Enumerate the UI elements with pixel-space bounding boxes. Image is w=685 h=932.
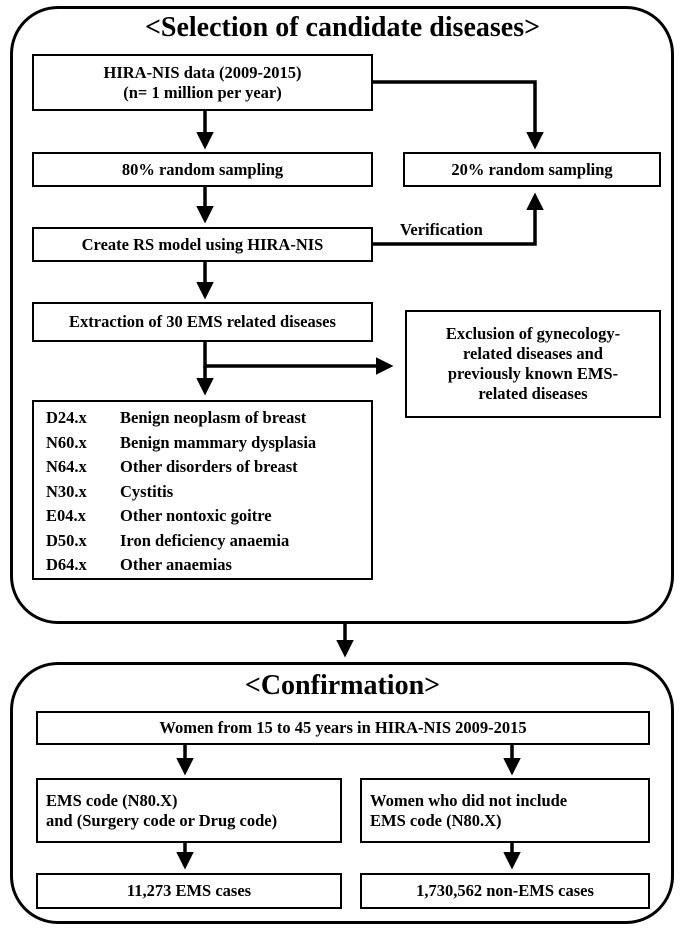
hira-nis-data-box: HIRA-NIS data (2009-2015) (n= 1 million … bbox=[32, 54, 373, 111]
disease-row: D64.x Other anaemias bbox=[46, 553, 371, 578]
women-15-45-text: Women from 15 to 45 years in HIRA-NIS 20… bbox=[159, 718, 527, 737]
exclusion-text: Exclusion of gynecology- related disease… bbox=[445, 324, 621, 403]
extraction-box: Extraction of 30 EMS related diseases bbox=[32, 302, 373, 342]
disease-code: N60.x bbox=[46, 432, 87, 452]
disease-name: Cystitis bbox=[120, 481, 174, 501]
ems-code-text: EMS code (N80.X) and (Surgery code or Dr… bbox=[46, 790, 278, 830]
disease-row: N60.x Benign mammary dysplasia bbox=[46, 431, 371, 456]
rs-model-box: Create RS model using HIRA-NIS bbox=[32, 227, 373, 262]
disease-row: N30.x Cystitis bbox=[46, 480, 371, 505]
disease-code: D24.x bbox=[46, 408, 87, 427]
selection-panel-title: <Selection of candidate diseases> bbox=[144, 12, 541, 43]
random-sampling-80-box: 80% random sampling bbox=[32, 152, 373, 187]
ems-cases-box: 11,273 EMS cases bbox=[36, 873, 342, 909]
disease-name: Benign mammary dysplasia bbox=[120, 432, 317, 452]
no-ems-code-box: Women who did not include EMS code (N80.… bbox=[360, 778, 650, 843]
arrow-hira-to-20 bbox=[373, 80, 544, 150]
hira-nis-data-text: HIRA-NIS data (2009-2015) (n= 1 million … bbox=[103, 62, 302, 102]
candidate-diseases-list: D24.x Benign neoplasm of breast N60.x Beni… bbox=[32, 400, 373, 580]
verification-label: Verification bbox=[400, 220, 483, 239]
disease-row: D50.x Iron deficiency anaemia bbox=[46, 529, 371, 554]
arrow-verification bbox=[373, 192, 544, 246]
disease-code: N64.x bbox=[46, 457, 87, 476]
no-ems-code-text: Women who did not include EMS code (N80.… bbox=[370, 790, 568, 830]
disease-name: Other disorders of breast bbox=[120, 457, 298, 476]
disease-code: E04.x bbox=[46, 506, 86, 525]
disease-row: N64.x Other disorders of breast bbox=[46, 455, 371, 480]
selection-panel bbox=[10, 6, 674, 624]
non-ems-cases-box: 1,730,562 non-EMS cases bbox=[360, 873, 650, 909]
exclusion-box: Exclusion of gynecology- related disease… bbox=[405, 310, 661, 418]
disease-name: Other nontoxic goitre bbox=[120, 506, 272, 525]
disease-row: D24.x Benign neoplasm of breast bbox=[46, 406, 371, 431]
disease-name: Benign neoplasm of breast bbox=[120, 408, 307, 427]
ems-cases-text: 11,273 EMS cases bbox=[126, 881, 252, 900]
rs-model-text: Create RS model using HIRA-NIS bbox=[81, 234, 324, 254]
disease-name: Other anaemias bbox=[120, 555, 232, 574]
disease-code: D50.x bbox=[46, 530, 87, 550]
women-15-45-box: Women from 15 to 45 years in HIRA-NIS 20… bbox=[36, 711, 650, 745]
disease-code: N30.x bbox=[46, 481, 87, 501]
non-ems-cases-text: 1,730,562 non-EMS cases bbox=[416, 881, 594, 900]
extraction-text: Extraction of 30 EMS related diseases bbox=[69, 312, 336, 331]
random-sampling-80-text: 80% random sampling bbox=[121, 159, 284, 179]
confirmation-panel bbox=[10, 662, 674, 924]
arrow-extraction-to-exclusion bbox=[203, 342, 394, 375]
ems-code-box: EMS code (N80.X) and (Surgery code or Dr… bbox=[36, 778, 342, 843]
disease-name: Iron deficiency anaemia bbox=[120, 530, 290, 550]
random-sampling-20-box: 20% random sampling bbox=[403, 152, 661, 187]
random-sampling-20-text: 20% random sampling bbox=[451, 159, 613, 179]
disease-code: D64.x bbox=[46, 555, 87, 574]
disease-row: E04.x Other nontoxic goitre bbox=[46, 504, 371, 529]
confirmation-panel-title: <Confirmation> bbox=[244, 670, 441, 701]
